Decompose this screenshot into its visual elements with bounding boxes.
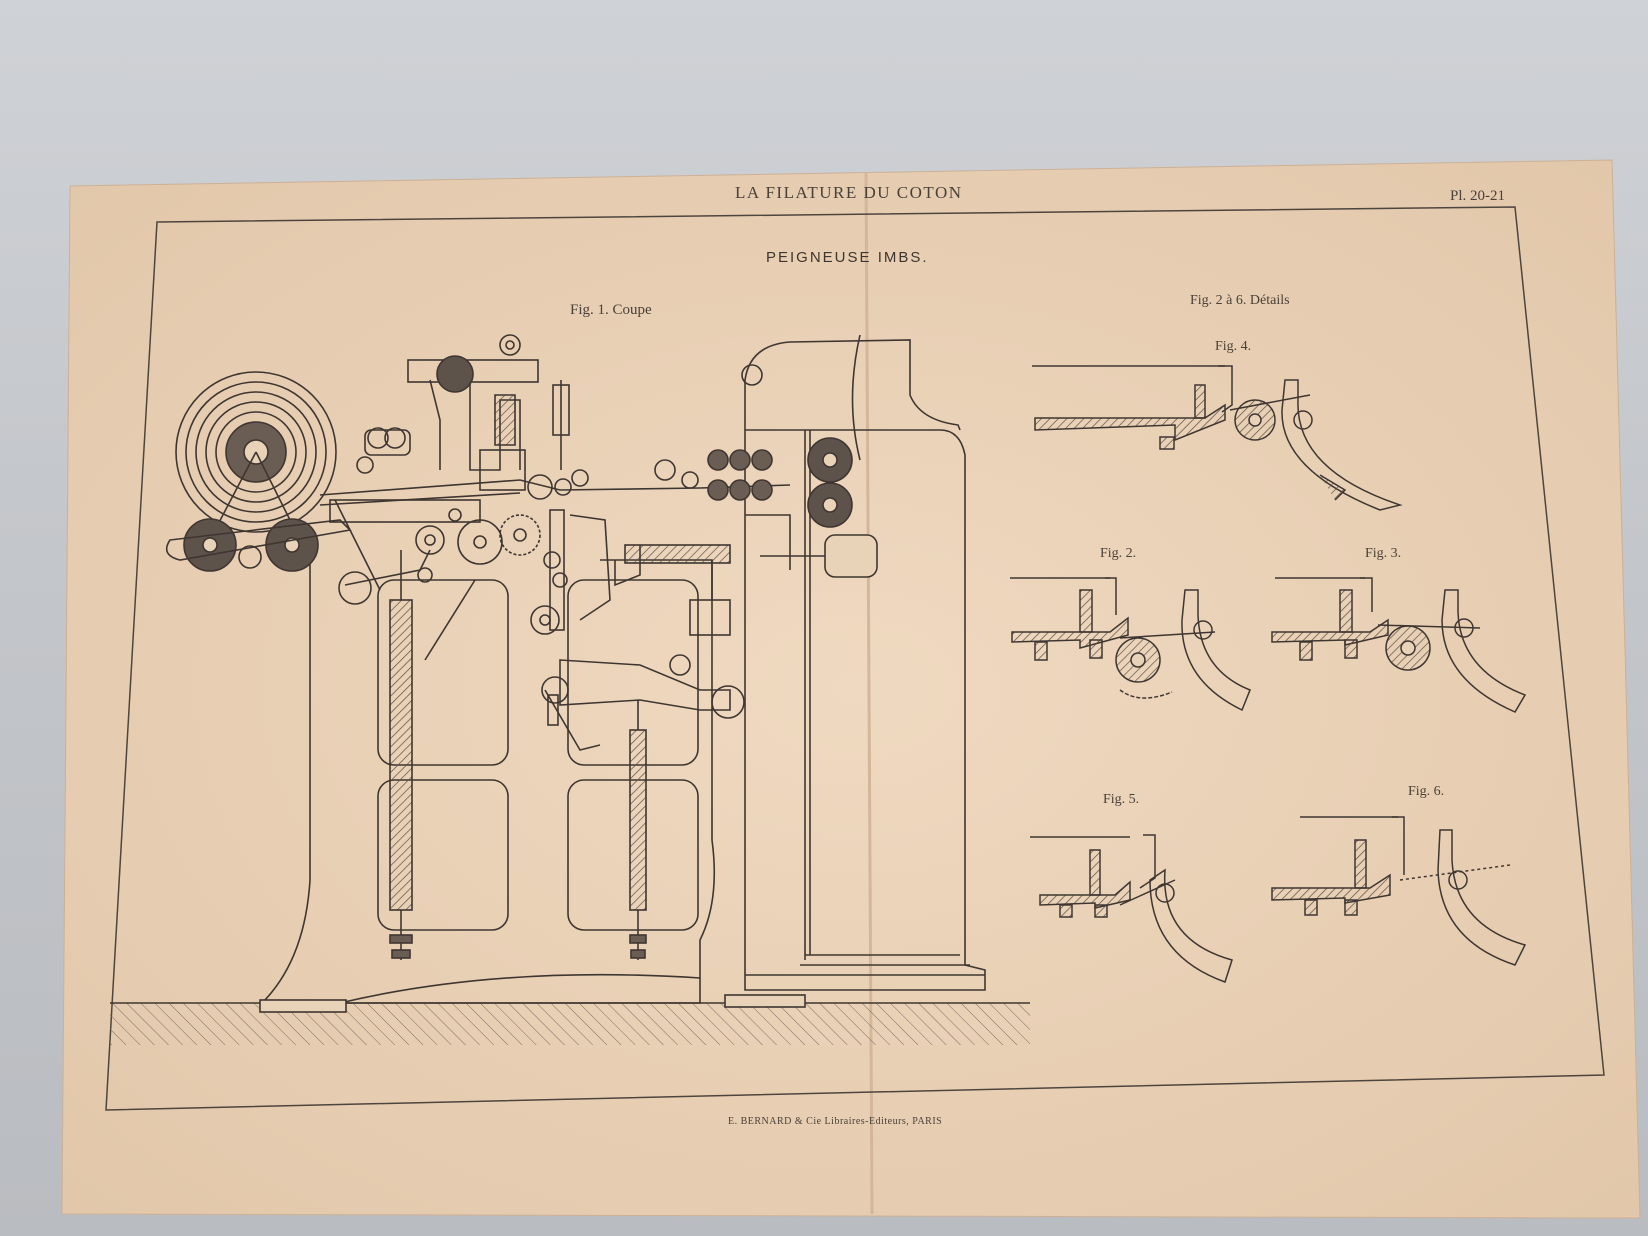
nipper-bracket (407, 359, 539, 383)
right-spring (629, 700, 647, 960)
fig6-caption: Fig. 6. (1408, 784, 1444, 799)
lever-pulley (338, 571, 372, 605)
drafting-rollers (654, 449, 773, 501)
lap-roll (175, 371, 337, 533)
frame-window-2 (377, 779, 509, 931)
fig3-detail (1271, 577, 1527, 713)
frame-window-1 (377, 579, 509, 766)
coiler-drum (824, 534, 878, 578)
detaching-roller (527, 474, 553, 500)
right-column (744, 429, 986, 991)
series-title: LA FILATURE DU COTON (735, 183, 963, 202)
weight-lever (559, 659, 731, 711)
star-wheel (499, 514, 541, 556)
plate-title: PEIGNEUSE IMBS. (766, 249, 929, 266)
fig1-caption: Fig. 1. Coupe (570, 302, 652, 318)
worm-screw (624, 544, 731, 564)
left-frame (260, 540, 716, 1004)
fig1-comber-machine (110, 334, 1030, 1045)
plate-number: Pl. 20-21 (1450, 188, 1505, 204)
fig4-detail (1032, 365, 1403, 511)
details-caption: Fig. 2 à 6. Détails (1190, 293, 1290, 308)
lever-counterweight (711, 685, 745, 719)
fig5-detail (1030, 834, 1233, 983)
left-spring (389, 550, 413, 960)
fig2-detail (1010, 577, 1251, 712)
floor-hatching (110, 1003, 1030, 1045)
fig3-caption: Fig. 3. (1365, 546, 1401, 561)
paper-sheet (61, 159, 1641, 1219)
publisher-line: E. BERNARD & Cie Libraires-Editeurs, PAR… (728, 1116, 942, 1127)
fig4-caption: Fig. 4. (1215, 339, 1251, 354)
fig2-caption: Fig. 2. (1100, 546, 1136, 561)
fig5-caption: Fig. 5. (1103, 792, 1139, 807)
fig6-detail (1271, 816, 1527, 966)
plate-frame (105, 206, 1605, 1111)
